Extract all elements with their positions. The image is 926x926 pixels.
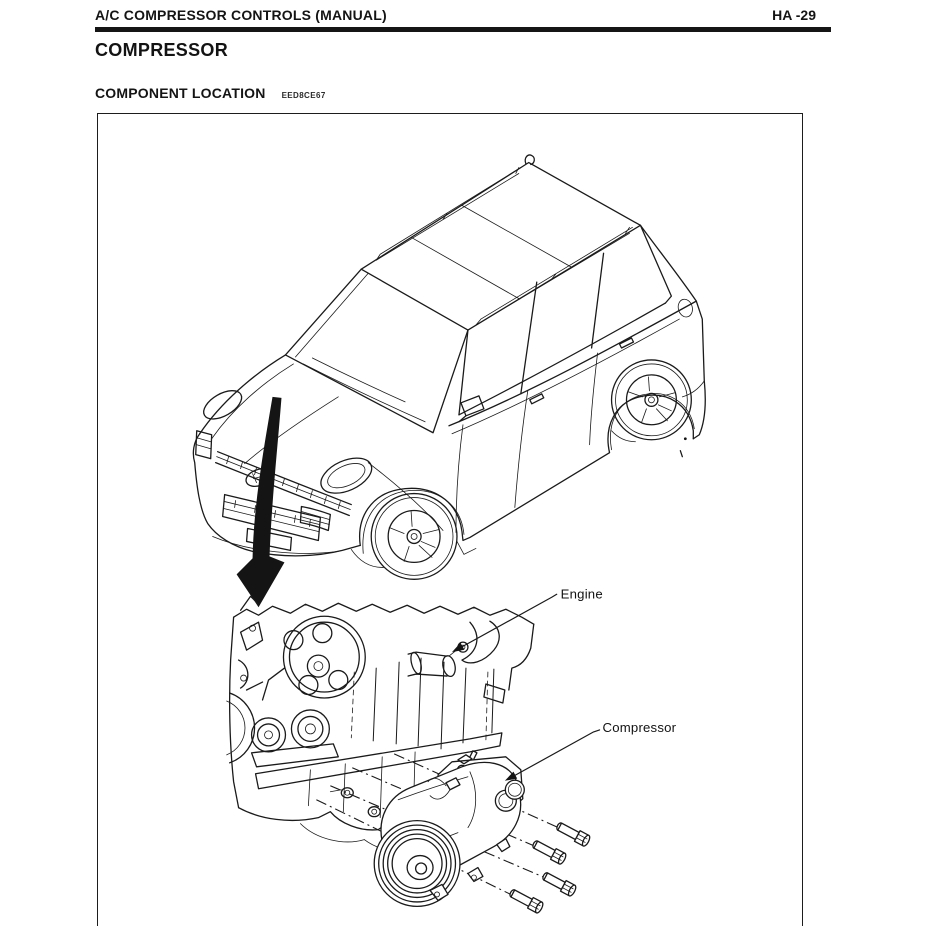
section-title: COMPRESSOR xyxy=(95,40,229,60)
compressor-callout: Compressor xyxy=(504,720,677,781)
compressor-illustration xyxy=(373,750,525,908)
rear-wheel xyxy=(610,359,692,441)
page-header-title: A/C COMPRESSOR CONTROLS (MANUAL) xyxy=(95,7,387,23)
subsection-row: COMPONENT LOCATION EED8CE67 xyxy=(95,85,326,103)
leader-arrowhead-icon xyxy=(451,642,465,653)
bolt-icon xyxy=(530,837,568,866)
page-number: HA -29 xyxy=(772,7,816,23)
figure-ref-code: EED8CE67 xyxy=(281,91,326,100)
vehicle-illustration xyxy=(192,154,706,580)
bolt-icon xyxy=(507,886,545,915)
front-wheel xyxy=(370,492,458,580)
power-steering-pulley xyxy=(261,615,366,701)
subsection-title: COMPONENT LOCATION xyxy=(95,85,266,101)
leader-arrowhead-icon xyxy=(504,771,518,781)
component-location-figure: Engine Compressor xyxy=(97,113,803,926)
component-location-illustration: Engine Compressor xyxy=(192,154,706,915)
bolt-icon xyxy=(540,869,578,898)
idler-pulleys xyxy=(250,709,339,768)
bolt-icon xyxy=(554,819,592,848)
down-arrow-icon xyxy=(236,396,285,608)
engine-label: Engine xyxy=(561,586,603,601)
engine-callout: Engine xyxy=(451,586,603,653)
header-divider xyxy=(95,27,831,32)
compressor-clutch-pulley xyxy=(373,819,461,908)
compressor-label: Compressor xyxy=(603,720,677,735)
